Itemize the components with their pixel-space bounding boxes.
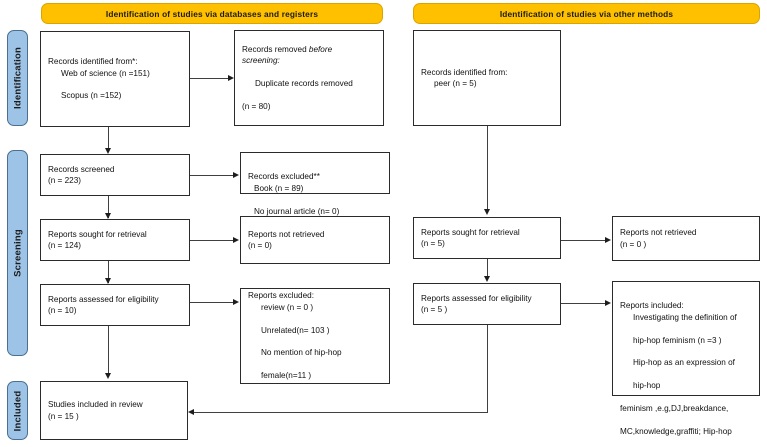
reports-not-retrieved-left-line2: (n = 0) <box>248 241 272 250</box>
records-identified-line3: Scopus (n =152) <box>61 91 122 101</box>
reports-excluded-left-line2: review (n = 0 ) <box>261 302 314 312</box>
connector-right-to-studies-included-vertical <box>487 325 488 413</box>
reports-included-line5: hip-hop <box>633 381 661 391</box>
node-reports-excluded-left: Reports excluded: review (n = 0 ) Unrela… <box>240 288 390 384</box>
records-removed-line1: Records removed before <box>242 45 332 54</box>
reports-excluded-left-line1: Reports excluded: <box>248 291 314 301</box>
connector-assessed-to-excluded-left <box>190 302 234 303</box>
reports-excluded-left-line5: female(n=11 ) <box>261 371 312 381</box>
reports-sought-right-line2: (n = 5) <box>421 239 445 248</box>
node-records-screened: Records screened (n = 223) <box>40 154 190 196</box>
connector-assessed-to-included-left <box>108 326 109 375</box>
connector-assessed-to-included-right <box>561 303 606 304</box>
arrowhead-assessed-to-excluded-left <box>233 298 239 305</box>
connector-sought-to-assessed-left <box>108 261 109 283</box>
node-reports-not-retrieved-left: Reports not retrieved (n = 0) <box>240 216 390 264</box>
section-header-databases-text: Identification of studies via databases … <box>105 8 319 19</box>
arrowhead-assessed-to-included-left <box>104 373 111 379</box>
records-screened-line2: (n = 223) <box>48 176 81 185</box>
node-reports-included-right: Reports included: Investigating the defi… <box>612 281 760 436</box>
section-header-databases: Identification of studies via databases … <box>41 3 383 24</box>
connector-identified-to-screened <box>108 127 109 151</box>
records-identified-other-line2: peer (n = 5) <box>434 79 477 88</box>
records-excluded-line1: Records excluded** <box>248 172 320 182</box>
records-removed-line1a: Records removed <box>242 44 309 54</box>
studies-included-line2: (n = 15 ) <box>48 411 79 421</box>
node-reports-not-retrieved-right: Reports not retrieved (n = 0 ) <box>612 216 760 261</box>
reports-included-line3: hip-hop feminism (n =3 ) <box>633 335 722 345</box>
records-excluded-line2: Book (n = 89) <box>254 183 304 193</box>
phase-label-screening: Screening <box>7 150 28 356</box>
node-reports-sought-left: Reports sought for retrieval (n = 124) <box>40 219 190 261</box>
phase-label-identification-text: Identification <box>12 47 23 109</box>
phase-label-screening-text: Screening <box>12 229 23 277</box>
arrowhead-identified-to-removed <box>228 74 234 81</box>
reports-assessed-left-line2: (n = 10) <box>48 306 77 315</box>
reports-included-line2: Investigating the definition of <box>633 312 737 322</box>
arrowhead-screened-to-excluded <box>233 171 239 178</box>
node-records-removed: Records removed before screening: Duplic… <box>234 30 384 126</box>
reports-excluded-left-line3: Unrelated(n= 103 ) <box>261 325 330 335</box>
arrowhead-identified-to-sought-right <box>483 209 490 215</box>
phase-label-included: Included <box>7 381 28 440</box>
records-identified-line2: Web of science (n =151) <box>61 68 150 78</box>
connector-identified-to-sought-right <box>487 126 488 211</box>
node-studies-included: Studies included in review (n = 15 ) <box>40 381 188 440</box>
node-reports-sought-right: Reports sought for retrieval (n = 5) <box>413 217 561 259</box>
connector-sought-to-assessed-right <box>487 259 488 279</box>
arrowhead-sought-to-assessed-right <box>483 276 490 282</box>
reports-assessed-right-line2: (n = 5 ) <box>421 305 448 314</box>
reports-assessed-right-line1: Reports assessed for eligibility <box>421 293 532 303</box>
reports-sought-right-line1: Reports sought for retrieval <box>421 227 520 237</box>
node-reports-assessed-left: Reports assessed for eligibility (n = 10… <box>40 284 190 326</box>
arrowhead-sought-to-not-retrieved-left <box>233 236 239 243</box>
reports-sought-left-line2: (n = 124) <box>48 241 81 250</box>
section-header-other-methods-text: Identification of studies via other meth… <box>499 8 674 19</box>
reports-included-line7: MC,knowledge,graffiti; Hip-hop <box>620 426 732 436</box>
records-removed-line3: Duplicate records removed <box>255 79 353 88</box>
connector-right-to-studies-included-horizontal <box>193 412 488 413</box>
records-removed-line2: screening: <box>242 56 280 66</box>
section-header-other-methods: Identification of studies via other meth… <box>413 3 760 24</box>
reports-not-retrieved-right-line1: Reports not retrieved <box>620 228 697 238</box>
reports-included-line1: Reports included: <box>620 301 684 311</box>
arrowhead-screened-to-sought <box>104 213 111 219</box>
reports-included-line6: feminism ,e.g,DJ,breakdance, <box>620 404 729 414</box>
node-records-excluded: Records excluded** Book (n = 89) No jour… <box>240 152 390 216</box>
reports-not-retrieved-left-line1: Reports not retrieved <box>248 229 325 239</box>
node-records-identified-other: Records identified from: peer (n = 5) <box>413 30 561 126</box>
phase-label-identification: Identification <box>7 30 28 126</box>
connector-screened-to-sought <box>108 196 109 218</box>
arrowhead-right-to-studies-included <box>188 408 194 415</box>
records-removed-line1b: before <box>308 44 333 54</box>
arrowhead-identified-to-screened <box>104 148 111 154</box>
reports-sought-left-line1: Reports sought for retrieval <box>48 229 147 239</box>
arrowhead-sought-to-not-retrieved-right <box>605 236 611 243</box>
connector-sought-to-not-retrieved-left <box>190 240 234 241</box>
arrowhead-sought-to-assessed-left <box>104 278 111 284</box>
reports-not-retrieved-right-line2: (n = 0 ) <box>620 239 647 249</box>
reports-assessed-left-line1: Reports assessed for eligibility <box>48 294 159 304</box>
records-identified-other-line1: Records identified from: <box>421 67 508 77</box>
connector-sought-to-not-retrieved-right <box>561 240 606 241</box>
node-reports-assessed-right: Reports assessed for eligibility (n = 5 … <box>413 283 561 325</box>
connector-screened-to-excluded <box>190 175 234 176</box>
node-records-identified-databases: Records identified from*: Web of science… <box>40 31 190 127</box>
arrowhead-assessed-to-included-right <box>605 299 611 306</box>
phase-label-included-text: Included <box>12 390 23 431</box>
connector-identified-to-removed <box>190 78 228 79</box>
reports-excluded-left-line4: No mention of hip-hop <box>261 348 342 358</box>
studies-included-line1: Studies included in review <box>48 400 143 410</box>
records-screened-line1: Records screened <box>48 164 115 174</box>
records-removed-line4: (n = 80) <box>242 101 271 111</box>
records-excluded-line3: No journal article (n= 0) <box>254 206 340 216</box>
records-identified-line1: Records identified from*: <box>48 57 138 67</box>
reports-included-line4: Hip-hop as an expression of <box>633 358 735 368</box>
